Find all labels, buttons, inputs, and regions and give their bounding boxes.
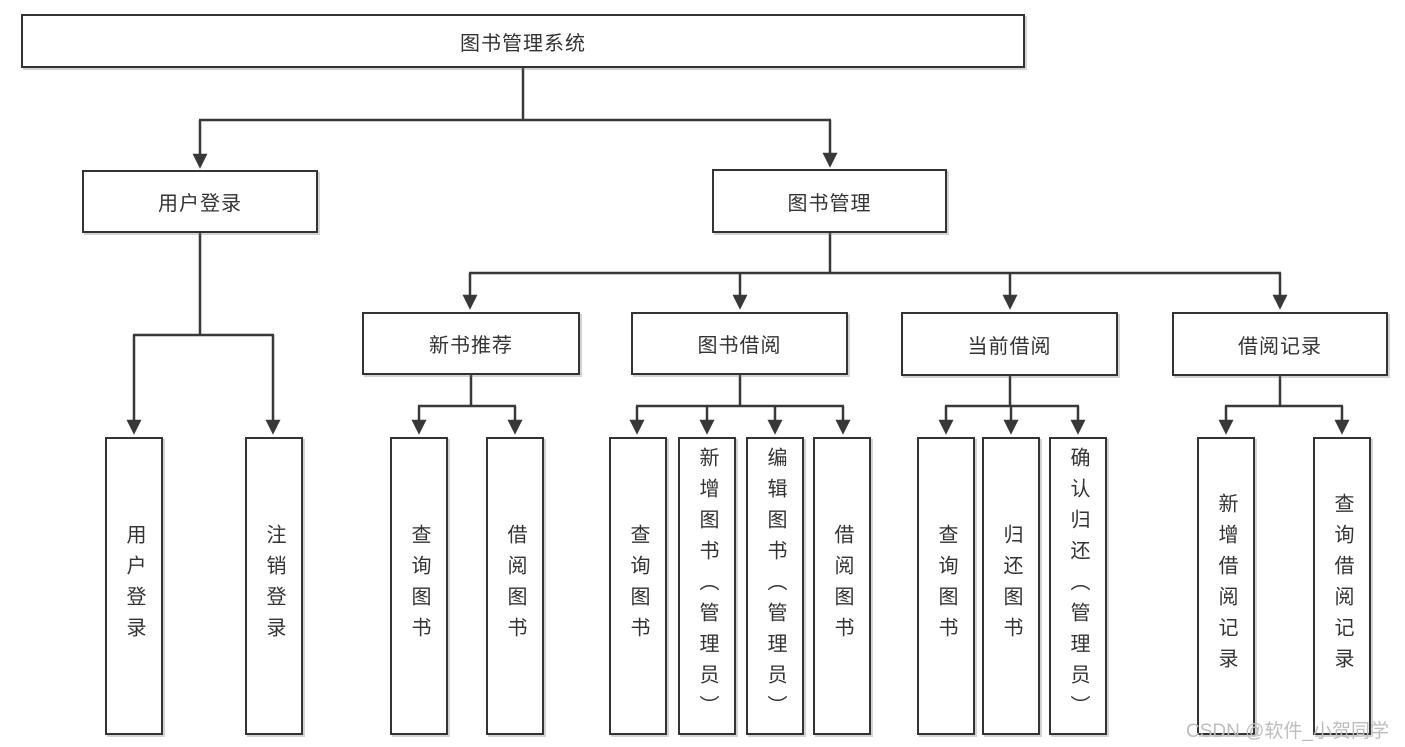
- leaf-query-books-under-current: 查询图书: [917, 437, 975, 735]
- csdn-watermark: CSDN @软件_小贺同学: [1186, 721, 1389, 742]
- node-label: 注销登录: [263, 524, 285, 648]
- node-root-library-management-system: 图书管理系统: [21, 14, 1025, 68]
- leaf-query-borrow-record: 查询借阅记录: [1313, 437, 1371, 735]
- leaf-edit-books-admin: 编辑图书（管理员）: [746, 437, 804, 735]
- leaf-borrow-books-under-recommendation: 借阅图书: [486, 437, 544, 735]
- node-label: 图书管理: [787, 192, 872, 215]
- leaf-return-books: 归还图书: [982, 437, 1040, 735]
- node-label: 当前借阅: [967, 335, 1052, 358]
- node-new-book-recommendation: 新书推荐: [362, 312, 580, 375]
- node-label: 查询图书: [935, 524, 957, 648]
- node-label: 图书管理系统: [460, 32, 586, 55]
- node-label: 用户登录: [123, 524, 145, 648]
- node-label: 确认归还（管理员）: [1067, 446, 1089, 726]
- node-book-borrowing: 图书借阅: [631, 312, 848, 375]
- node-label: 归还图书: [1000, 524, 1022, 648]
- node-current-borrowing: 当前借阅: [901, 312, 1118, 376]
- node-user-login-module: 用户登录: [82, 170, 318, 233]
- node-book-management-module: 图书管理: [712, 169, 947, 233]
- leaf-user-login: 用户登录: [105, 437, 163, 735]
- node-label: 新增图书（管理员）: [696, 446, 718, 726]
- node-label: 新增借阅记录: [1215, 493, 1237, 679]
- node-label: 图书借阅: [697, 335, 782, 357]
- leaf-confirm-return-admin: 确认归还（管理员）: [1049, 437, 1107, 735]
- leaf-query-books-under-recommendation: 查询图书: [390, 437, 448, 735]
- node-label: 查询图书: [408, 524, 430, 648]
- node-label: 查询图书: [627, 524, 649, 648]
- node-label: 借阅记录: [1238, 335, 1322, 358]
- node-label: 用户登录: [158, 193, 242, 215]
- leaf-borrow-books-under-borrowing: 借阅图书: [813, 437, 871, 735]
- node-label: 编辑图书（管理员）: [764, 446, 786, 726]
- connector-arrows: [126, 120, 1350, 435]
- leaf-logout: 注销登录: [245, 437, 303, 735]
- node-label: 查询借阅记录: [1331, 493, 1353, 679]
- node-borrowing-records: 借阅记录: [1172, 312, 1388, 376]
- connector-rails: [133, 68, 1343, 408]
- leaf-add-books-admin: 新增图书（管理员）: [678, 437, 736, 735]
- leaf-query-books-under-borrowing: 查询图书: [609, 437, 667, 735]
- leaf-add-borrow-record: 新增借阅记录: [1197, 437, 1255, 735]
- node-label: 新书推荐: [429, 335, 513, 357]
- node-label: 借阅图书: [504, 524, 526, 648]
- node-label: 借阅图书: [831, 524, 853, 648]
